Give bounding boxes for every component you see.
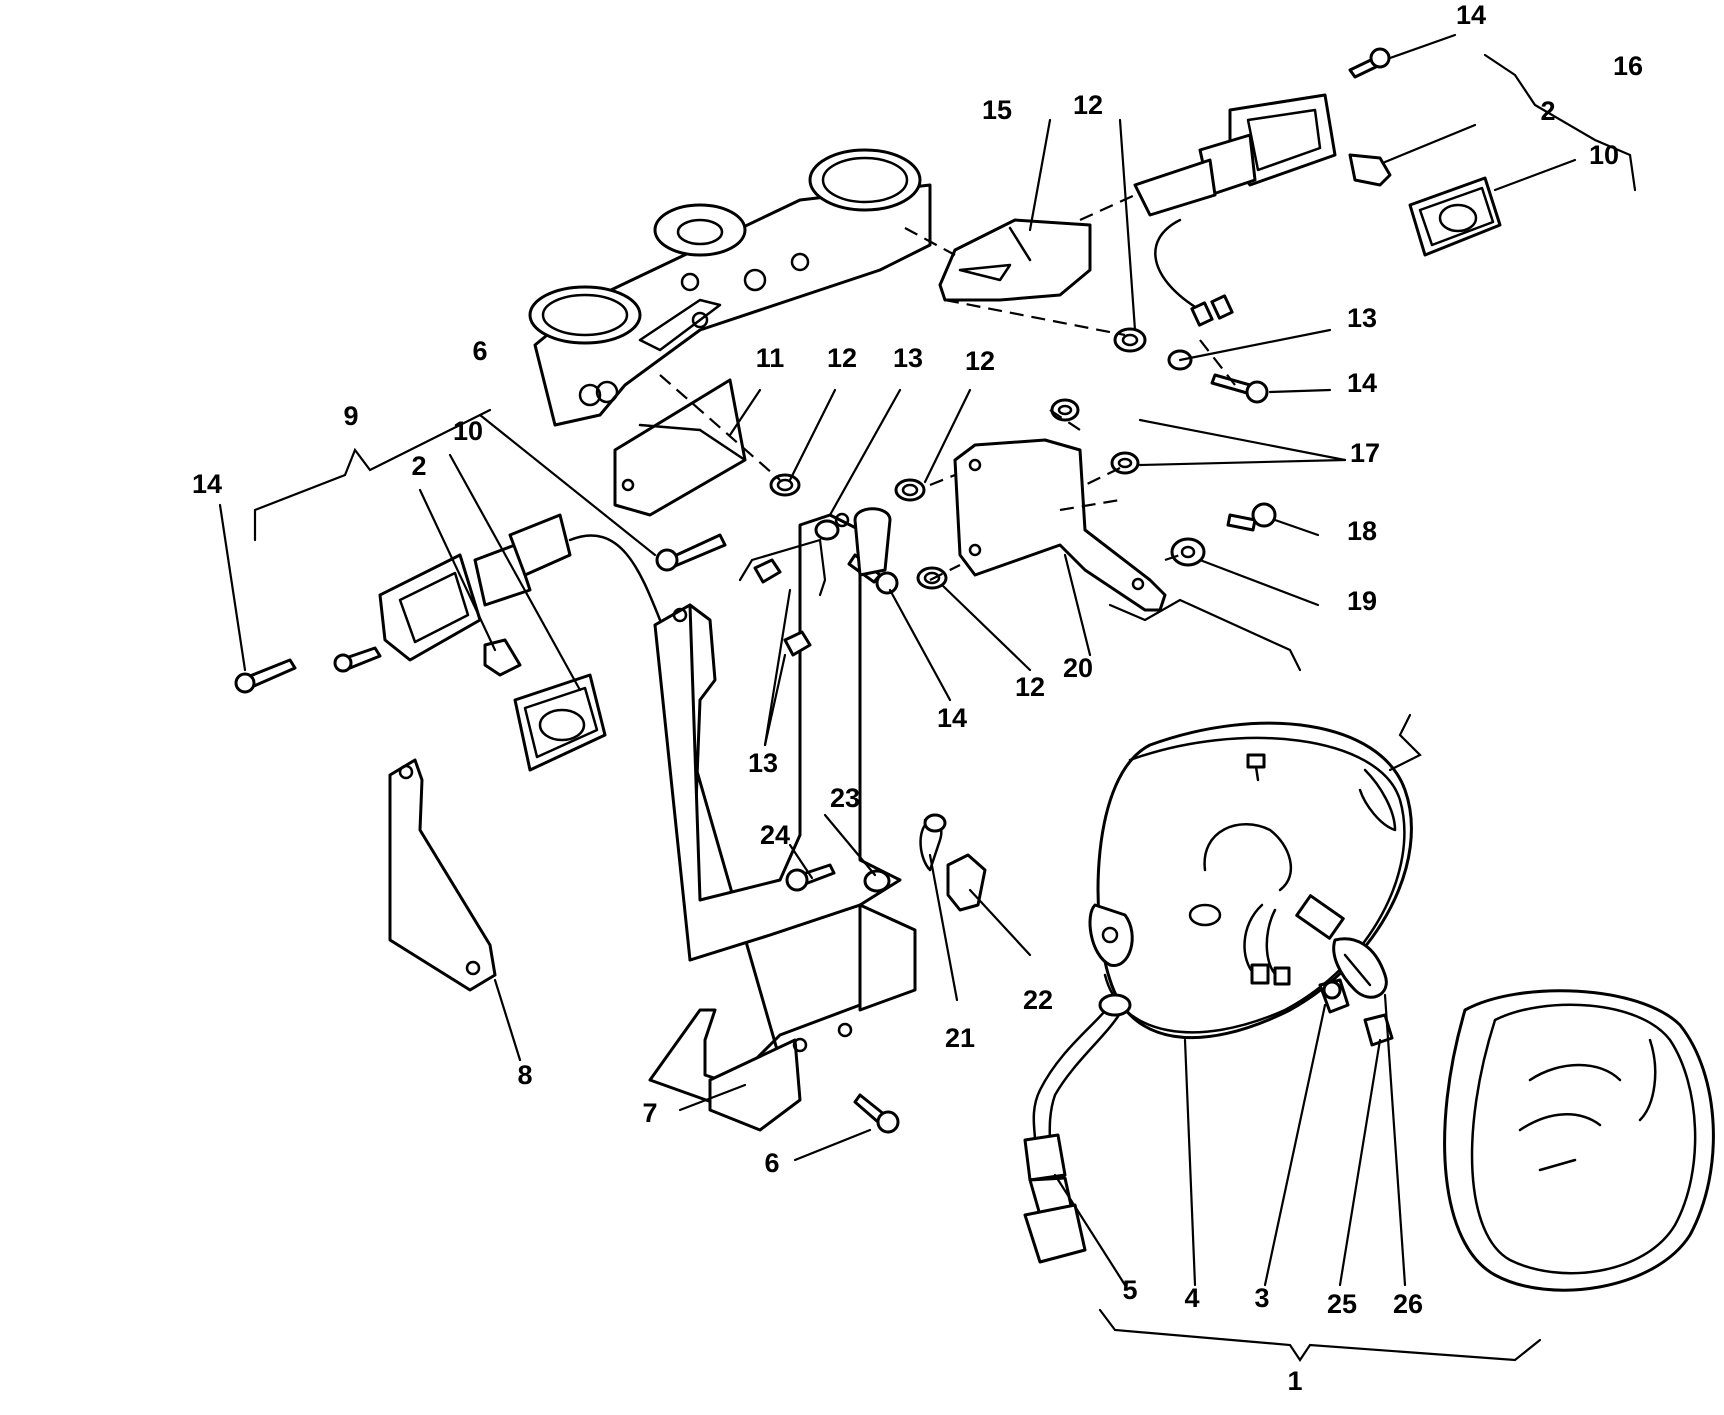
callout-18: 18	[1347, 516, 1377, 546]
callout-15: 15	[982, 95, 1012, 125]
left-lens	[513, 673, 607, 772]
callout-13-right: 13	[1347, 303, 1377, 333]
callout-22: 22	[1023, 985, 1053, 1015]
callout-8: 8	[517, 1060, 532, 1090]
pilot-bulb	[1318, 978, 1350, 1014]
callout-10-left: 10	[453, 416, 483, 446]
callout-23: 23	[830, 783, 860, 813]
callout-12-bottom: 12	[1015, 672, 1045, 702]
left-mount-block	[613, 378, 747, 517]
callout-17: 17	[1350, 438, 1380, 468]
headlight-bracket	[648, 512, 917, 1132]
callout-19: 19	[1347, 586, 1377, 616]
callout-16: 16	[1613, 51, 1643, 81]
left-side-plate	[388, 758, 497, 992]
right-turn-signal	[1133, 93, 1337, 327]
callout-24: 24	[760, 820, 790, 850]
callout-20: 20	[1063, 653, 1093, 683]
group-brackets	[253, 53, 1637, 1362]
headlight-bulb	[1295, 894, 1388, 999]
right-mount-plate	[953, 438, 1167, 612]
callout-labels: 1 2 2 3 4 5 6 6 7 8 9 10 10 11 12 12 12 …	[192, 0, 1643, 1396]
callout-25: 25	[1327, 1289, 1357, 1319]
leader-lines	[218, 33, 1577, 1287]
fasteners	[234, 47, 1391, 1134]
headlight-lens-rim	[1443, 989, 1715, 1292]
callout-5: 5	[1122, 1275, 1137, 1305]
callout-26: 26	[1393, 1289, 1423, 1319]
callout-10-right: 10	[1589, 140, 1619, 170]
callout-12-b: 12	[965, 346, 995, 376]
callout-14-top: 14	[1456, 0, 1486, 30]
right-bulb	[1348, 153, 1392, 187]
callout-9: 9	[343, 401, 358, 431]
wire-harness	[1023, 993, 1132, 1264]
right-lens	[1408, 176, 1502, 257]
assembly-lines	[659, 193, 1236, 581]
right-mount-block	[938, 218, 1092, 302]
top-yoke	[528, 148, 932, 427]
headlight-shell	[1088, 721, 1413, 1039]
left-turn-signal	[378, 513, 696, 698]
callout-13-b: 13	[748, 748, 778, 778]
callout-7: 7	[642, 1098, 657, 1128]
callout-14-mid: 14	[937, 703, 967, 733]
callout-2-left: 2	[411, 451, 426, 481]
callout-11: 11	[756, 343, 785, 373]
callout-12-top: 12	[1073, 90, 1103, 120]
left-bulb	[483, 638, 522, 677]
callout-13-a: 13	[893, 343, 923, 373]
callout-12-a: 12	[827, 343, 857, 373]
pilot-socket	[1363, 1013, 1394, 1047]
callout-6-top: 6	[472, 336, 487, 366]
callout-3: 3	[1254, 1283, 1269, 1313]
callout-4: 4	[1184, 1283, 1199, 1313]
callout-21: 21	[945, 1023, 975, 1053]
callout-1: 1	[1287, 1366, 1302, 1396]
callout-2-right: 2	[1540, 96, 1555, 126]
callout-14-right: 14	[1347, 368, 1377, 398]
callout-6-bottom: 6	[764, 1148, 779, 1178]
callout-14-left: 14	[192, 469, 222, 499]
